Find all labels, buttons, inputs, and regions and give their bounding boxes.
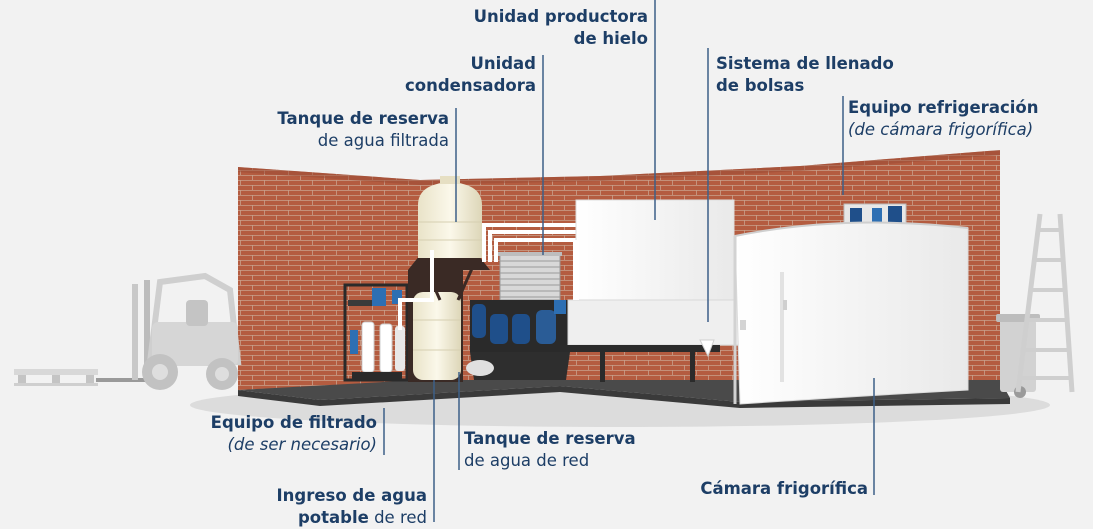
- refrigeration-subtitle: (de cámara frigorífica): [848, 120, 1034, 139]
- water-inlet-line2-bold: potable: [298, 508, 369, 527]
- filtering-equipment: [343, 283, 409, 382]
- label-cold-room: Cámara frigorífica: [600, 478, 868, 500]
- water-inlet-line1: Ingreso de agua: [276, 486, 428, 505]
- filtered-tank-title: Tanque de reserva: [277, 109, 449, 128]
- water-inlet-line2-normal: de red: [368, 508, 427, 527]
- network-tank-title: Tanque de reserva: [464, 429, 636, 448]
- ice-unit-line2: de hielo: [573, 29, 648, 48]
- left-brick-wall: [238, 167, 420, 390]
- label-refrigeration-equipment: Equipo refrigeración (de cámara frigoríf…: [848, 97, 1038, 141]
- label-ice-production-unit: Unidad productora de hielo: [380, 6, 648, 50]
- condenser-line2: condensadora: [405, 76, 536, 95]
- label-network-water-tank: Tanque de reserva de agua de red: [464, 428, 636, 472]
- condenser-line1: Unidad: [470, 54, 536, 73]
- filtering-subtitle: (de ser necesario): [227, 435, 377, 454]
- network-water-tank: [408, 270, 463, 382]
- filtered-tank-subtitle: de agua filtrada: [317, 131, 449, 150]
- label-water-inlet: Ingreso de agua potable de red: [160, 485, 428, 529]
- label-condenser-unit: Unidad condensadora: [300, 53, 536, 97]
- cold-room-title: Cámara frigorífica: [700, 479, 868, 498]
- label-filtered-water-tank: Tanque de reserva de agua filtrada: [180, 108, 449, 152]
- bagging-line1: Sistema de llenado: [716, 54, 894, 73]
- compressor-rack: [466, 300, 570, 380]
- ladder: [1015, 213, 1075, 393]
- condenser-unit: [482, 223, 580, 301]
- pallet: [14, 369, 98, 386]
- cold-room: [733, 221, 969, 405]
- leader-lines: [383, 0, 875, 522]
- label-filtering-equipment: Equipo de filtrado (de ser necesario): [120, 412, 377, 456]
- filtered-water-tank: [398, 176, 490, 330]
- filtering-title: Equipo de filtrado: [210, 413, 377, 432]
- forklift: [96, 272, 242, 390]
- bagging-line2: de bolsas: [716, 76, 805, 95]
- network-tank-subtitle: de agua de red: [464, 451, 590, 470]
- refrigeration-title: Equipo refrigeración: [848, 98, 1039, 117]
- label-bagging-system: Sistema de llenado de bolsas: [716, 53, 894, 97]
- ice-unit-line1: Unidad productora: [473, 7, 648, 26]
